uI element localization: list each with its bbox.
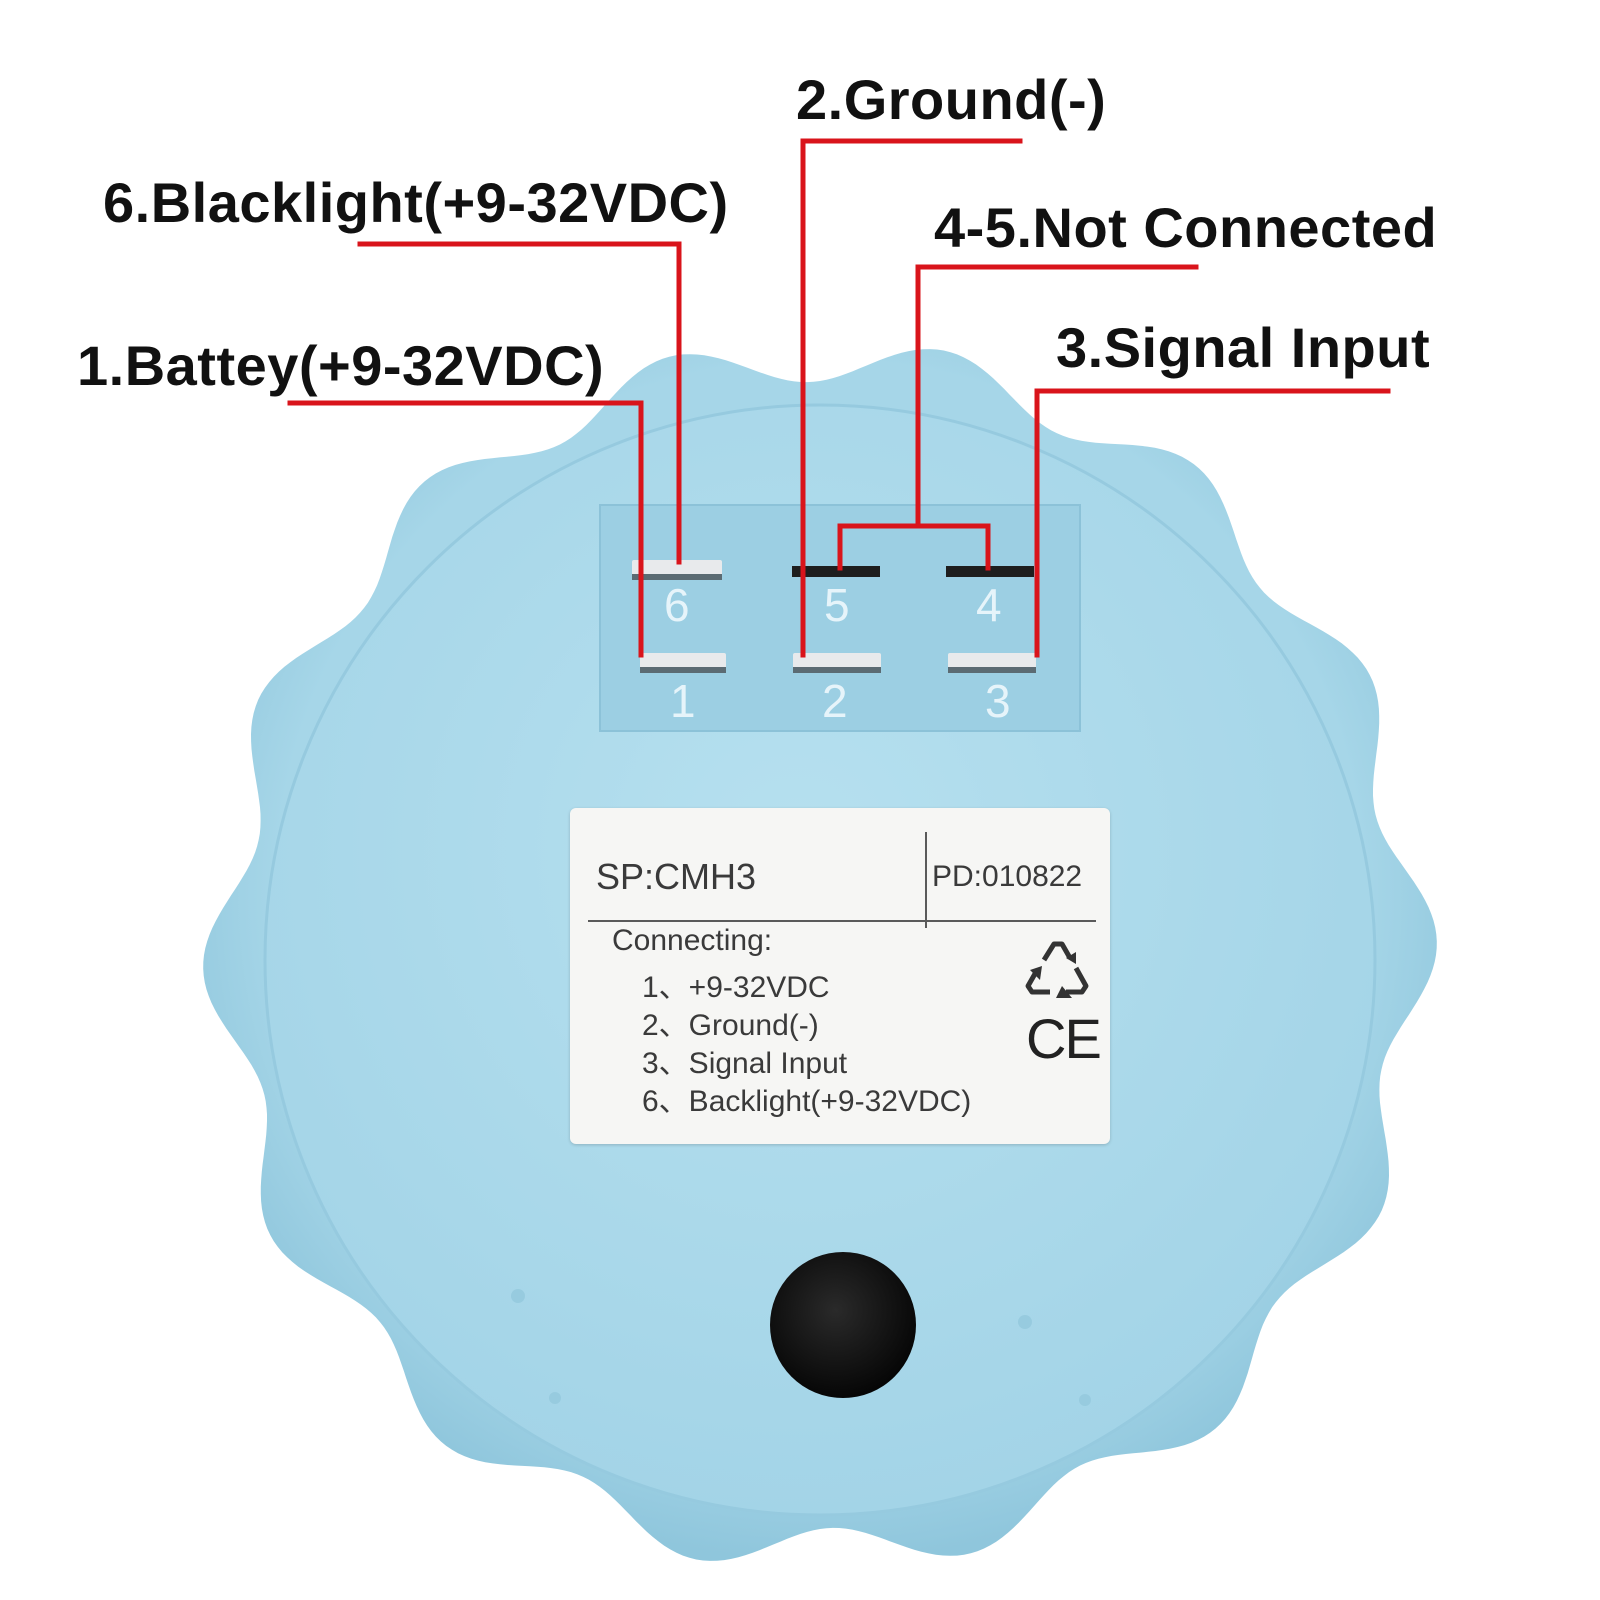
callout-battery: 1.Battey(+9-32VDC) — [77, 334, 605, 397]
pin-label-4: 4 — [976, 579, 1002, 631]
label-divider-vertical — [925, 832, 927, 928]
callout-wires — [287, 138, 1391, 658]
label-item-3: 3、Signal Input — [642, 1047, 848, 1080]
ce-mark: CE — [1026, 1007, 1102, 1070]
label-item-2: 2、Ground(-) — [642, 1009, 819, 1042]
wire-not-connected — [915, 264, 1199, 529]
pin-label-6: 6 — [664, 579, 690, 631]
callout-not-connected: 4-5.Not Connected — [934, 196, 1438, 259]
pin-4-slot — [946, 566, 1034, 577]
wire-ground — [800, 138, 1023, 658]
label-sp: SP:CMH3 — [596, 856, 757, 897]
pin-label-1: 1 — [670, 675, 696, 727]
callout-ground: 2.Ground(-) — [796, 68, 1107, 131]
label-pd: PD:010822 — [932, 860, 1083, 893]
label-item-6: 6、Backlight(+9-32VDC) — [642, 1085, 972, 1118]
label-item-1: 1、+9-32VDC — [642, 971, 830, 1004]
wire-not-connected-branch — [837, 523, 991, 571]
pin-3 — [948, 653, 1036, 673]
spec-label: SP:CMH3 PD:010822 Connecting: 1、+9-32VDC… — [570, 808, 1110, 1144]
adjust-knob — [770, 1252, 916, 1398]
wire-signal — [1034, 388, 1391, 658]
pin-label-5: 5 — [824, 579, 850, 631]
pin-6 — [632, 560, 722, 580]
pin-5-slot — [792, 566, 880, 577]
pin-label-2: 2 — [822, 675, 848, 727]
label-connecting-title: Connecting: — [612, 924, 773, 957]
label-divider-horizontal — [588, 920, 1096, 922]
pin-2 — [793, 653, 881, 673]
pin-label-3: 3 — [985, 675, 1011, 727]
callout-backlight: 6.Blacklight(+9-32VDC) — [103, 171, 729, 234]
wire-backlight — [357, 241, 682, 565]
callout-signal: 3.Signal Input — [1056, 316, 1431, 379]
recycle-icon — [1025, 941, 1089, 998]
pin-1 — [640, 653, 726, 673]
wire-battery — [287, 400, 644, 658]
